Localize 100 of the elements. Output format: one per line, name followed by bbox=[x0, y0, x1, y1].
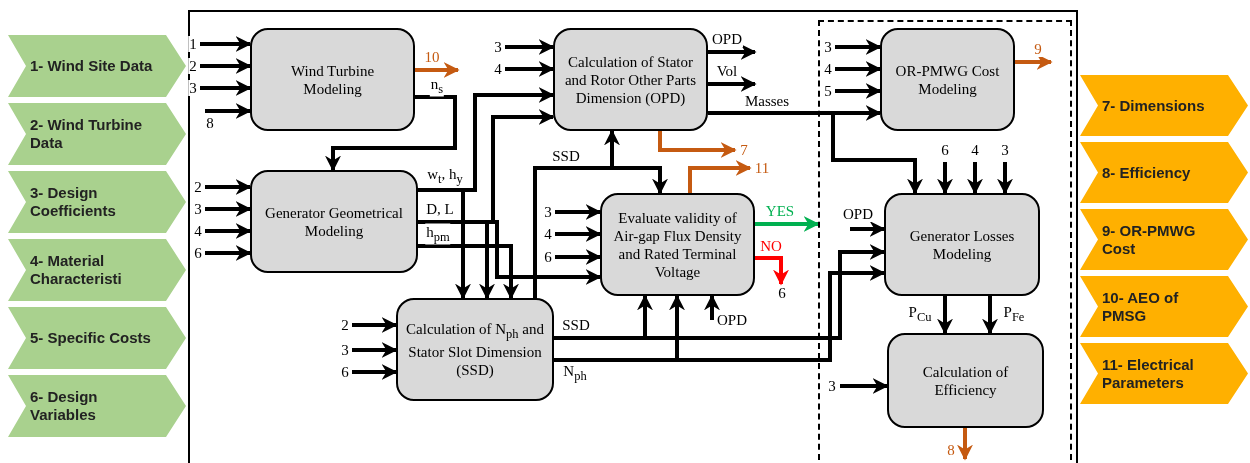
edge-label: 3 bbox=[823, 39, 833, 55]
output-tag: 7- Dimensions bbox=[1080, 75, 1248, 136]
edge-label: SSD bbox=[551, 148, 581, 164]
arrow bbox=[1015, 54, 1053, 70]
edge-label: 2 bbox=[193, 179, 203, 195]
arrow bbox=[205, 223, 252, 239]
arrow bbox=[352, 364, 398, 380]
edge-label: 6 bbox=[940, 142, 950, 158]
arrow bbox=[835, 83, 882, 99]
edge-label: 10 bbox=[423, 49, 441, 65]
edge-label: 4 bbox=[823, 61, 833, 77]
arrow bbox=[688, 160, 752, 193]
edge-label: 1 bbox=[188, 36, 198, 52]
output-number: 6 bbox=[774, 284, 790, 302]
arrow bbox=[835, 61, 882, 77]
input-tag: 3- Design Coefficients bbox=[8, 171, 186, 233]
edge-label: 6 bbox=[193, 245, 203, 261]
output-tag: 11- Electrical Parameters bbox=[1080, 343, 1248, 404]
arrow bbox=[418, 244, 519, 300]
arrow bbox=[505, 61, 555, 77]
arrow bbox=[850, 221, 886, 237]
edge-label: 6 bbox=[340, 364, 350, 380]
arrow bbox=[967, 162, 983, 195]
process-box: Evaluate validity of Air-gap Flux Density and Rated Terminal Voltage bbox=[600, 193, 755, 296]
edge-label: NO bbox=[759, 238, 783, 254]
arrow bbox=[200, 36, 252, 52]
arrow bbox=[957, 428, 973, 461]
arrow bbox=[708, 76, 757, 92]
process-box: Calculation of Stator and Rotor Other Parts Dimension (OPD) bbox=[553, 28, 708, 131]
arrow bbox=[554, 244, 886, 340]
arrow bbox=[205, 201, 252, 217]
edge-label: 11 bbox=[753, 160, 771, 176]
edge-label: 8 bbox=[205, 115, 215, 131]
edge-label: SSD bbox=[561, 317, 591, 333]
edge-label: 9 bbox=[1033, 41, 1043, 57]
output-tag: 8- Efficiency bbox=[1080, 142, 1248, 203]
edge-label: 3 bbox=[340, 342, 350, 358]
edge-label: 6 bbox=[543, 249, 553, 265]
arrow bbox=[352, 317, 398, 333]
edge-label: 4 bbox=[543, 226, 553, 242]
edge-label: 7 bbox=[739, 142, 749, 158]
input-tag: 2- Wind Turbine Data bbox=[8, 103, 186, 165]
outer-frame bbox=[188, 10, 1078, 463]
input-tag: 4- Material Characteristi bbox=[8, 239, 186, 301]
arrow bbox=[555, 226, 602, 242]
arrow bbox=[708, 111, 923, 195]
arrow bbox=[325, 95, 457, 172]
edge-label: 3 bbox=[188, 80, 198, 96]
arrow bbox=[997, 162, 1013, 195]
arrow bbox=[937, 296, 953, 335]
edge-label: 5 bbox=[823, 83, 833, 99]
arrow bbox=[755, 216, 820, 232]
process-box: Generator Geometrical Modeling bbox=[250, 170, 418, 273]
edge-label: 4 bbox=[970, 142, 980, 158]
arrow bbox=[200, 58, 252, 74]
output-tag: 10- AEO of PMSG bbox=[1080, 276, 1248, 337]
input-tag: 1- Wind Site Data bbox=[8, 35, 186, 97]
process-box: Calculation of N$_{ph}$ and Stator Slot Dimension (SSD) bbox=[396, 298, 554, 401]
arrow bbox=[982, 296, 998, 335]
input-tag: 6- Design Variables bbox=[8, 375, 186, 437]
process-box: Generator Losses Modeling bbox=[884, 193, 1040, 296]
edge-label: Vol bbox=[715, 63, 739, 79]
edge-label: Masses bbox=[743, 93, 791, 109]
arrow bbox=[835, 39, 882, 55]
dashed-frame bbox=[818, 20, 1072, 463]
edge-label: 3 bbox=[1000, 142, 1010, 158]
edge-label: 2 bbox=[340, 317, 350, 333]
edge-label: 4 bbox=[493, 61, 503, 77]
edge-label: OPD bbox=[711, 31, 743, 47]
edge-label: OPD bbox=[716, 312, 748, 328]
process-box: Wind Turbine Modeling bbox=[250, 28, 415, 131]
arrow bbox=[840, 378, 889, 394]
arrow bbox=[205, 103, 252, 119]
output-tag: 9- OR-PMWG Cost bbox=[1080, 209, 1248, 270]
input-tag: 5- Specific Costs bbox=[8, 307, 186, 369]
arrow bbox=[418, 188, 471, 300]
edge-label: 8 bbox=[946, 442, 956, 458]
arrow bbox=[658, 131, 737, 158]
arrow bbox=[554, 265, 886, 362]
arrow bbox=[415, 62, 460, 78]
edge-label: 2 bbox=[188, 58, 198, 74]
edge-label: 3 bbox=[493, 39, 503, 55]
edge-label: OPD bbox=[842, 206, 874, 222]
arrow bbox=[755, 256, 789, 286]
edge-label: 3 bbox=[193, 201, 203, 217]
edge-label: 3 bbox=[827, 378, 837, 394]
arrow bbox=[200, 80, 252, 96]
arrow bbox=[708, 44, 757, 60]
arrow bbox=[205, 245, 252, 261]
process-box: OR-PMWG Cost Modeling bbox=[880, 28, 1015, 131]
edge-label: 4 bbox=[193, 223, 203, 239]
arrow bbox=[505, 39, 555, 55]
arrow bbox=[937, 162, 953, 195]
edge-label: 3 bbox=[543, 204, 553, 220]
process-box: Calculation of Efficiency bbox=[887, 333, 1044, 428]
arrow bbox=[555, 249, 602, 265]
arrow bbox=[704, 294, 720, 320]
edge-label: YES bbox=[764, 203, 796, 219]
arrow bbox=[555, 204, 602, 220]
edge-label: D, L bbox=[425, 201, 455, 217]
